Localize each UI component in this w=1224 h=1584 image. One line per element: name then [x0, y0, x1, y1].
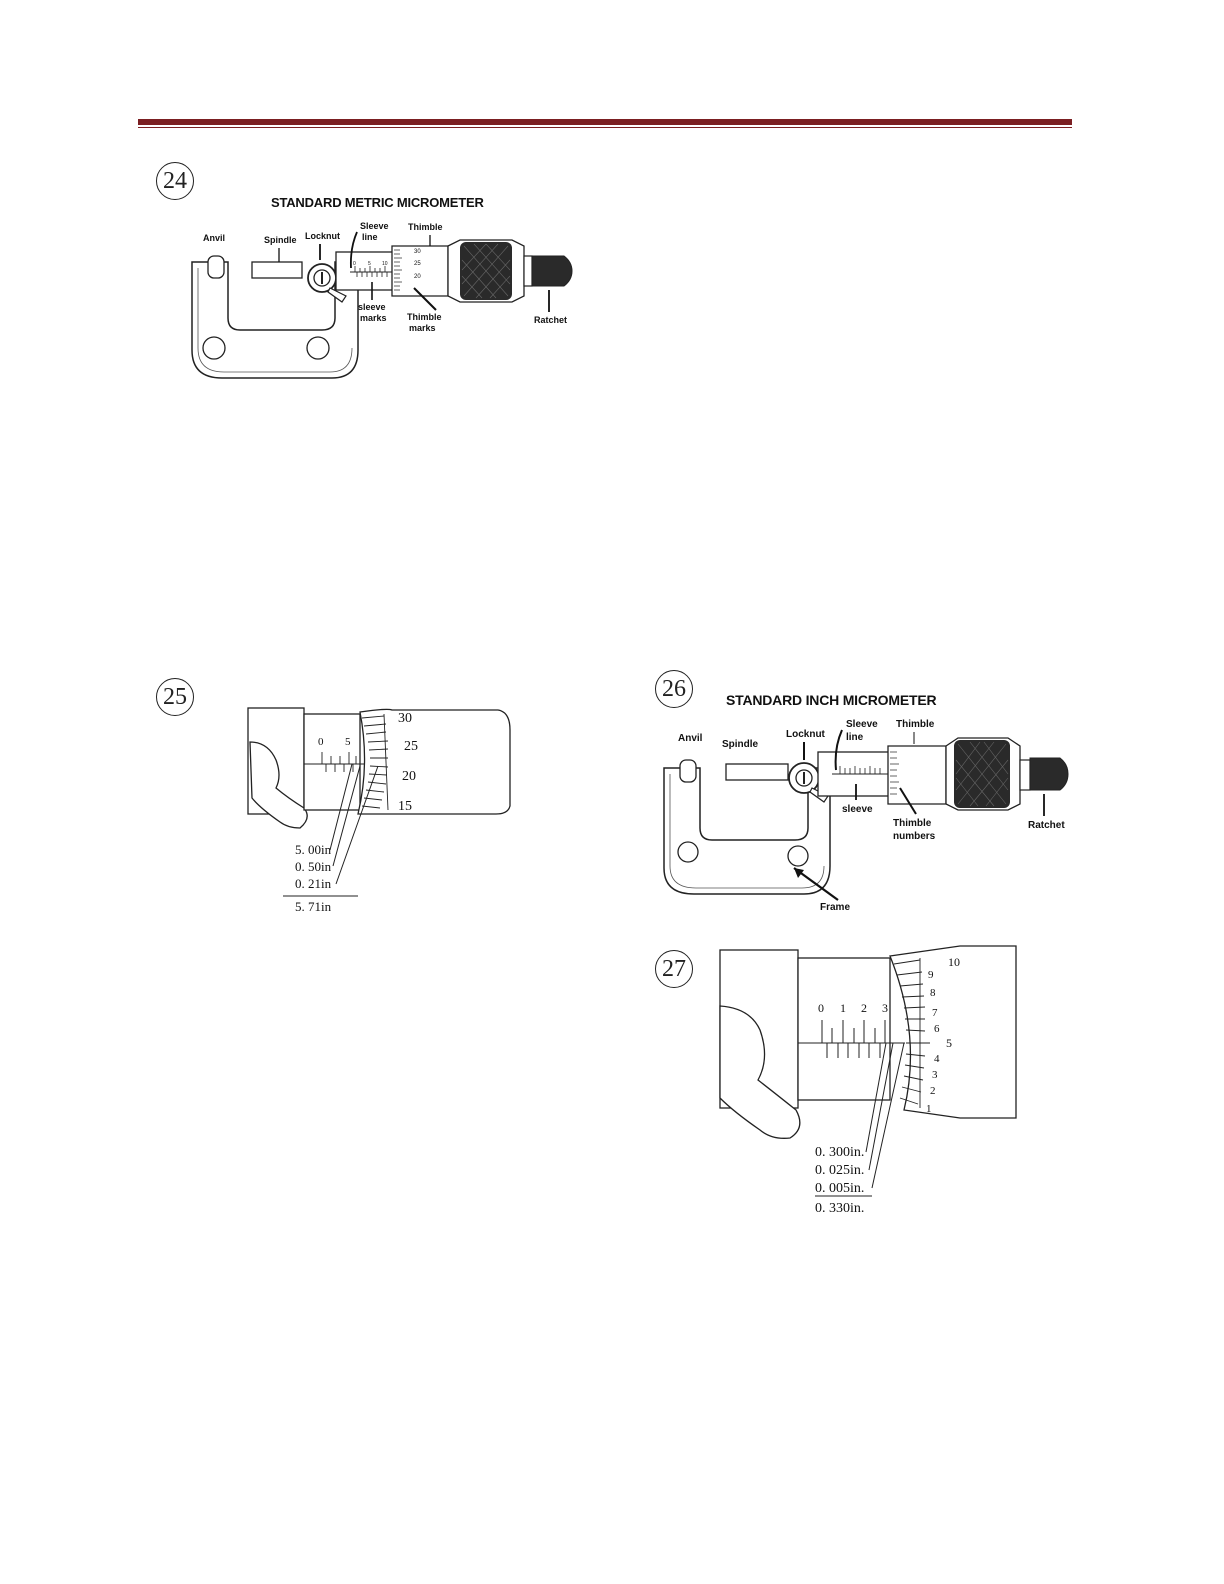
figure-24-number: 24 [156, 162, 194, 200]
label-thimble-numbers-2: numbers [893, 831, 936, 842]
reading-1: 0. 300in. [815, 1145, 864, 1160]
spindle [725, 763, 789, 781]
metric-reading-diagram: 0 5 30 25 20 15 5. 00in 0. 50in 0. 21in … [247, 707, 511, 914]
sleeve [797, 957, 891, 1101]
label-sleeve-marks-1: sleeve [358, 302, 386, 312]
reading-total: 5. 71in [295, 899, 332, 914]
reading-1: 5. 00in [295, 842, 332, 857]
sleeve-scale-0: 0 [818, 1001, 824, 1015]
sleeve-scale-10: 10 [382, 261, 388, 267]
thimble-scale-25: 25 [404, 739, 418, 754]
thimble-scale-3: 3 [932, 1069, 938, 1081]
header-rule [138, 119, 1072, 125]
frame-hole-left [677, 841, 699, 863]
thimble-scale-2: 2 [930, 1085, 936, 1097]
label-thimble-marks-2: marks [409, 323, 436, 333]
reading-2: 0. 50in [295, 859, 332, 874]
sleeve-scale-2: 2 [861, 1001, 867, 1015]
inch-reading-diagram: 0 1 2 3 10 9 8 7 6 5 4 3 2 1 0. 300in. 0… [719, 945, 1017, 1216]
label-sleeve-marks-2: marks [360, 313, 387, 323]
thimble-scale-10: 10 [948, 955, 960, 969]
thimble-scale-25: 25 [414, 261, 421, 267]
label-sleeve: sleeve [842, 804, 873, 815]
sleeve-scale-1: 1 [840, 1001, 846, 1015]
thimble-scale-4: 4 [934, 1053, 940, 1065]
figure-26-number: 26 [655, 670, 693, 708]
thimble-scale-20: 20 [402, 769, 416, 784]
sleeve-scale-5: 5 [345, 736, 351, 748]
sleeve [303, 713, 361, 811]
label-sleeve-line-1: Sleeve [846, 719, 878, 730]
label-sleeve-line-2: line [362, 232, 378, 242]
label-spindle: Spindle [264, 235, 297, 245]
thimble-scale-1: 1 [926, 1103, 932, 1115]
anvil [207, 255, 225, 279]
thimble-scale-7: 7 [932, 1007, 938, 1019]
thimble-scale-30: 30 [414, 249, 421, 255]
anvil [679, 759, 697, 783]
label-thimble: Thimble [896, 719, 935, 730]
thimble-marks [890, 751, 899, 795]
thimble-scale-6: 6 [934, 1023, 940, 1035]
thimble-marks [893, 958, 930, 1108]
frame-hole-right [787, 845, 809, 867]
thimble-scale-30: 30 [398, 711, 412, 726]
figure-26-title: STANDARD INCH MICROMETER [726, 692, 937, 708]
inch-micrometer-diagram: Anvil Spindle Locknut Sleeve line Thimbl… [663, 719, 1069, 913]
label-ratchet: Ratchet [534, 315, 567, 325]
figure-27-number: 27 [655, 950, 693, 988]
thimble-scale-8: 8 [930, 987, 936, 999]
label-locknut: Locknut [786, 729, 826, 740]
sleeve-scale-3: 3 [882, 1001, 888, 1015]
reading-total: 0. 330in. [815, 1201, 864, 1216]
sleeve-scale-0: 0 [318, 736, 324, 748]
sleeve-scale-0: 0 [353, 261, 356, 267]
reading-2: 0. 025in. [815, 1163, 864, 1178]
label-sleeve-line-2: line [846, 732, 864, 743]
spindle [251, 261, 303, 279]
label-sleeve-line-1: Sleeve [360, 221, 389, 231]
thimble [887, 745, 947, 805]
thimble-scale-20: 20 [414, 274, 421, 280]
figure-25-number: 25 [156, 678, 194, 716]
frame-hole-right [306, 336, 330, 360]
label-anvil: Anvil [203, 233, 225, 243]
label-frame: Frame [820, 902, 850, 913]
thimble-scale-5: 5 [946, 1036, 952, 1050]
ratchet [1029, 757, 1069, 791]
thimble-scale-15: 15 [398, 799, 412, 814]
label-thimble: Thimble [408, 222, 443, 232]
thimble [357, 708, 511, 815]
label-spindle: Spindle [722, 739, 759, 750]
label-anvil: Anvil [678, 733, 703, 744]
label-locknut: Locknut [305, 231, 340, 241]
thimble-marks [394, 249, 402, 291]
label-thimble-marks-1: Thimble [407, 312, 442, 322]
thimble-scale-9: 9 [928, 969, 934, 981]
reading-3: 0. 21in [295, 876, 332, 891]
sleeve-scale-5: 5 [368, 261, 371, 267]
frame-hole-left [202, 336, 226, 360]
reading-3: 0. 005in. [815, 1181, 864, 1196]
metric-micrometer-diagram: 0 5 10 30 25 20 Anvil Spindle Locknut Sl… [191, 221, 573, 379]
ratchet [531, 255, 573, 287]
figure-24-title: STANDARD METRIC MICROMETER [271, 195, 484, 210]
label-ratchet: Ratchet [1028, 820, 1065, 831]
header-rule-thin [138, 127, 1072, 128]
label-thimble-numbers-1: Thimble [893, 818, 932, 829]
thimble [889, 945, 1017, 1119]
